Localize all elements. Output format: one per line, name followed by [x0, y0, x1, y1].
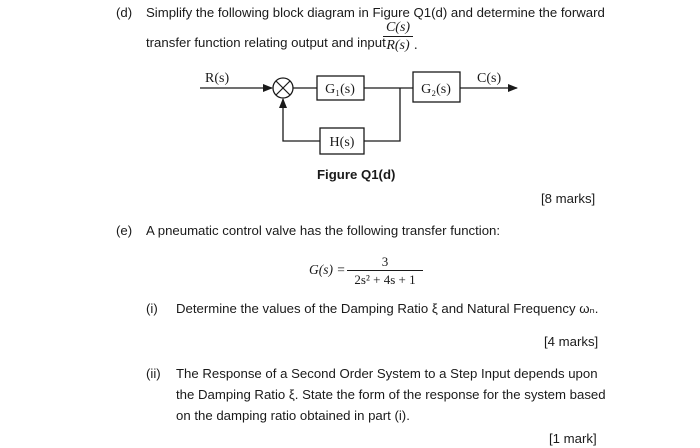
sub-i-marks: [4 marks]	[544, 334, 599, 349]
g2-label: G₂(s)	[421, 82, 451, 97]
part-e-question: A pneumatic control valve has the follow…	[146, 223, 501, 238]
g1-label: G₁(s)	[325, 82, 355, 97]
input-label: R(s)	[205, 71, 229, 86]
output-input-ratio: C(s) R(s)	[383, 20, 413, 53]
transfer-function-bar	[347, 270, 423, 271]
output-label: C(s)	[477, 71, 501, 86]
part-d-question-line2: transfer function relating output and in…	[146, 35, 386, 50]
feedback-path-right	[364, 88, 401, 142]
sub-ii-question-line1: The Response of a Second Order System to…	[176, 366, 598, 381]
sub-ii-marks: [1 mark]	[549, 431, 597, 446]
sub-i-question: Determine the values of the Damping Rati…	[176, 301, 599, 316]
sub-ii-question-line2: the Damping Ratio ξ. State the form of t…	[176, 387, 606, 402]
part-d-label: (d)	[116, 5, 133, 20]
transfer-function-lhs: G(s) =	[309, 262, 346, 277]
h-label: H(s)	[330, 135, 355, 150]
figure-caption: Figure Q1(d)	[317, 167, 396, 182]
ratio-numerator: C(s)	[385, 20, 411, 35]
part-d-question-line1: Simplify the following block diagram in …	[146, 5, 605, 20]
h-block	[319, 127, 365, 155]
g2-block	[412, 71, 461, 103]
part-d-marks: [8 marks]	[541, 191, 596, 206]
ratio-bar	[383, 36, 413, 37]
transfer-function-fraction: 3 2s² + 4s + 1	[347, 254, 423, 287]
feedback-path-left	[279, 98, 320, 142]
sub-i-label: (i)	[146, 301, 158, 316]
sub-ii-label: (ii)	[146, 366, 161, 381]
ratio-denominator: R(s)	[386, 38, 410, 53]
ratio-period: .	[414, 38, 418, 53]
part-e-label: (e)	[116, 223, 133, 238]
transfer-function-denominator: 2s² + 4s + 1	[354, 272, 416, 287]
g1-block	[316, 75, 365, 101]
sub-ii-question-line3: on the damping ratio obtained in part (i…	[176, 408, 410, 423]
summing-junction	[272, 77, 294, 99]
transfer-function-numerator: 3	[381, 254, 389, 269]
